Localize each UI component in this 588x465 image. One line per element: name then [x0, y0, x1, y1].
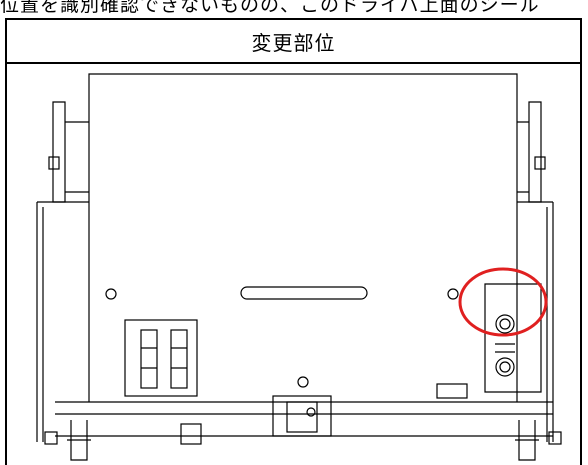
center-bottom-hole	[306, 407, 316, 417]
table-header-cell: 変更部位	[7, 20, 580, 64]
device-outline	[36, 73, 562, 461]
right-foot-nut	[548, 431, 562, 445]
terminal-screw-lower-inner	[499, 361, 511, 373]
connector-slot-2	[170, 329, 188, 389]
connector-slot-1	[140, 329, 158, 389]
small-terminal	[436, 383, 468, 399]
changed-part-highlight	[458, 267, 548, 337]
table-frame: 変更部位	[5, 18, 582, 465]
terminal-screw-lower	[495, 357, 515, 377]
left-screw-head	[48, 156, 60, 170]
left-foot	[67, 420, 91, 461]
terminal-plate	[484, 283, 542, 393]
terminal-screw-upper-inner	[499, 318, 511, 330]
cover-side-edges	[88, 80, 518, 402]
hole-left	[105, 288, 117, 300]
center-bottom-tab	[286, 401, 318, 433]
left-bracket-upper	[52, 101, 66, 203]
clipped-header: 位置を識別確認できないものの、このドライバ上面のシール	[0, 0, 588, 18]
left-bracket-lines	[65, 121, 89, 193]
terminal-screw-upper	[495, 314, 515, 334]
center-slot	[240, 286, 368, 300]
right-bracket-upper	[528, 101, 542, 203]
cover-top-edge	[88, 73, 518, 80]
left-foot-nut	[44, 431, 58, 445]
bottom-post-left	[180, 423, 202, 445]
right-foot	[515, 420, 539, 461]
connector-block	[124, 319, 198, 397]
right-screw-head	[534, 156, 546, 170]
right-bracket-lines	[517, 121, 529, 193]
connector-dividers	[141, 347, 187, 369]
left-side-frame	[36, 201, 89, 442]
technical-drawing	[5, 62, 582, 465]
terminal-separator	[495, 343, 515, 353]
clipped-header-text: 位置を識別確認できないものの、このドライバ上面のシール	[0, 0, 540, 16]
center-bottom-bracket	[272, 395, 332, 437]
device-drawing-svg	[36, 73, 562, 461]
right-side-frame	[517, 201, 554, 442]
hole-center-lower	[297, 376, 309, 388]
table-header-title: 変更部位	[251, 30, 336, 55]
hole-right	[447, 288, 459, 300]
bottom-rails	[55, 401, 553, 437]
